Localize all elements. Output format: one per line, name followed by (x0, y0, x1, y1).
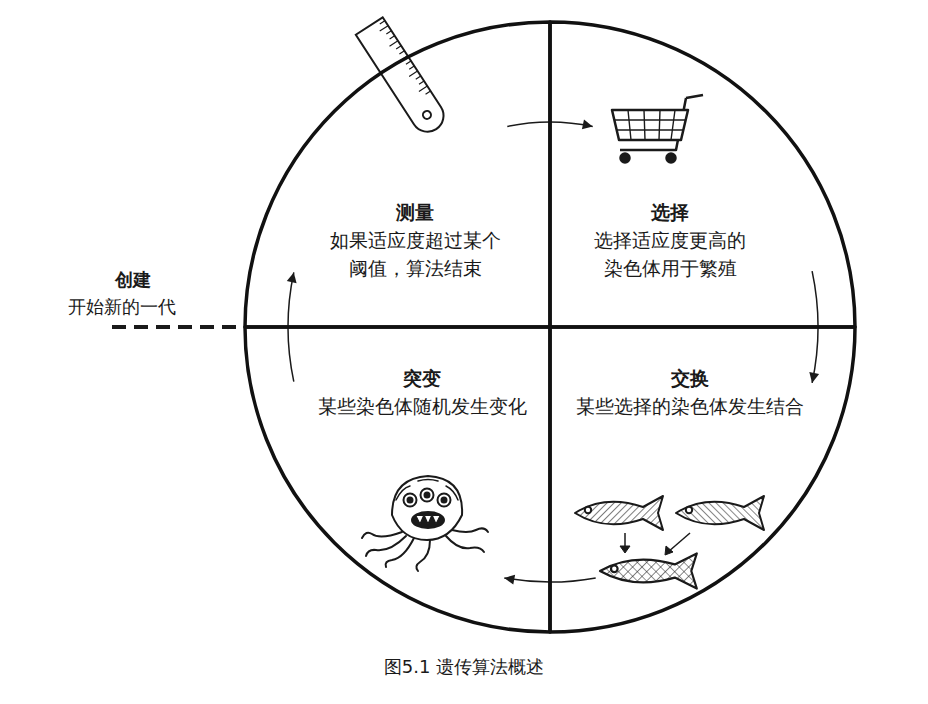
fish-illustration-part (600, 553, 697, 588)
quadrant-outline-path (550, 22, 855, 327)
octopus-illustration-part (404, 494, 417, 507)
step-heading: 选择 (591, 198, 749, 226)
octopus-illustration-part (362, 532, 402, 538)
octopus-illustration-part (386, 538, 414, 567)
dashed-entry-line (112, 325, 245, 329)
quadrant-node: 交换某些选择的染色体发生结合 (550, 327, 855, 632)
fish-illustration-part-part (676, 496, 764, 530)
fish-illustration-part-part (575, 496, 663, 530)
octopus-illustration-part (412, 512, 444, 528)
ruler-icon-part (356, 17, 450, 138)
shopping-cart-icon-part (614, 110, 686, 140)
arrow-head (504, 575, 515, 585)
step-heading: 交换 (576, 364, 804, 392)
octopus-illustration-part (408, 498, 413, 503)
fish-illustration (575, 496, 764, 589)
arrow-head (582, 120, 593, 130)
octopus-illustration (362, 476, 488, 571)
ruler-icon-part (421, 109, 432, 120)
fish-illustration-part (665, 546, 673, 555)
quadrant-node: 测量如果适应度超过某个 阈值，算法结束 (245, 22, 550, 327)
shopping-cart-icon (612, 95, 703, 163)
octopus-illustration-part (416, 515, 440, 524)
octopus-illustration-part (421, 489, 434, 502)
arrow-head (287, 272, 297, 283)
octopus-illustration-part (366, 536, 406, 556)
quadrant-outline (245, 327, 550, 632)
quadrant-node: 选择选择适应度更高的 染色体用于繁殖 (550, 22, 855, 327)
octopus-illustration-part (392, 476, 462, 540)
octopus-illustration-part (438, 494, 451, 507)
fish-illustration-part (575, 496, 663, 530)
ruler-icon (356, 17, 450, 138)
fish-illustration-part-part (611, 566, 618, 573)
step-label-text: 开始新的一代 (68, 295, 176, 319)
fish-illustration-part-part (686, 507, 692, 513)
step-description: 如果适应度超过某个 阈值，算法结束 (327, 226, 504, 282)
shopping-cart-icon-part (667, 154, 676, 163)
quadrant-node: 突变某些染色体随机发生变化 (245, 327, 550, 632)
octopus-illustration-part (452, 528, 488, 532)
octopus-illustration-part (442, 498, 447, 503)
fish-illustration-part (668, 533, 690, 552)
quadrant-text-group: 交换某些选择的染色体发生结合 (576, 364, 804, 420)
octopus-illustration-part (425, 493, 430, 498)
fish-illustration-part-part (585, 507, 591, 513)
quadrant-outline (245, 22, 550, 327)
arrow-head (809, 372, 819, 383)
quadrant-outline (550, 22, 855, 327)
step-description: 某些选择的染色体发生结合 (576, 392, 804, 420)
step-description: 某些染色体随机发生变化 (318, 392, 527, 420)
figure-caption: 图5.1 遗传算法概述 (384, 654, 544, 680)
step-heading: 突变 (318, 364, 527, 392)
quadrant-text-group: 测量如果适应度超过某个 阈值，算法结束 (327, 198, 504, 282)
step-heading: 测量 (327, 198, 504, 226)
fish-illustration-part (676, 496, 764, 530)
octopus-illustration-part (416, 540, 430, 571)
quadrant-text-group: 选择选择适应度更高的 染色体用于繁殖 (591, 198, 749, 282)
step-description: 选择适应度更高的 染色体用于繁殖 (591, 226, 749, 282)
shopping-cart-icon-part (612, 110, 688, 140)
quadrant-text-group: 突变某些染色体随机发生变化 (318, 364, 527, 420)
fish-illustration-part-part (600, 553, 697, 588)
quadrant-outline-path (245, 22, 550, 327)
octopus-illustration-part (446, 536, 484, 552)
shopping-cart-icon-part (686, 95, 703, 98)
fish-illustration-part (620, 546, 630, 553)
step-label-heading: 创建 (115, 268, 151, 292)
quadrant-outline-path (550, 327, 855, 632)
quadrant-outline-path (245, 327, 550, 632)
shopping-cart-icon-part (621, 154, 630, 163)
